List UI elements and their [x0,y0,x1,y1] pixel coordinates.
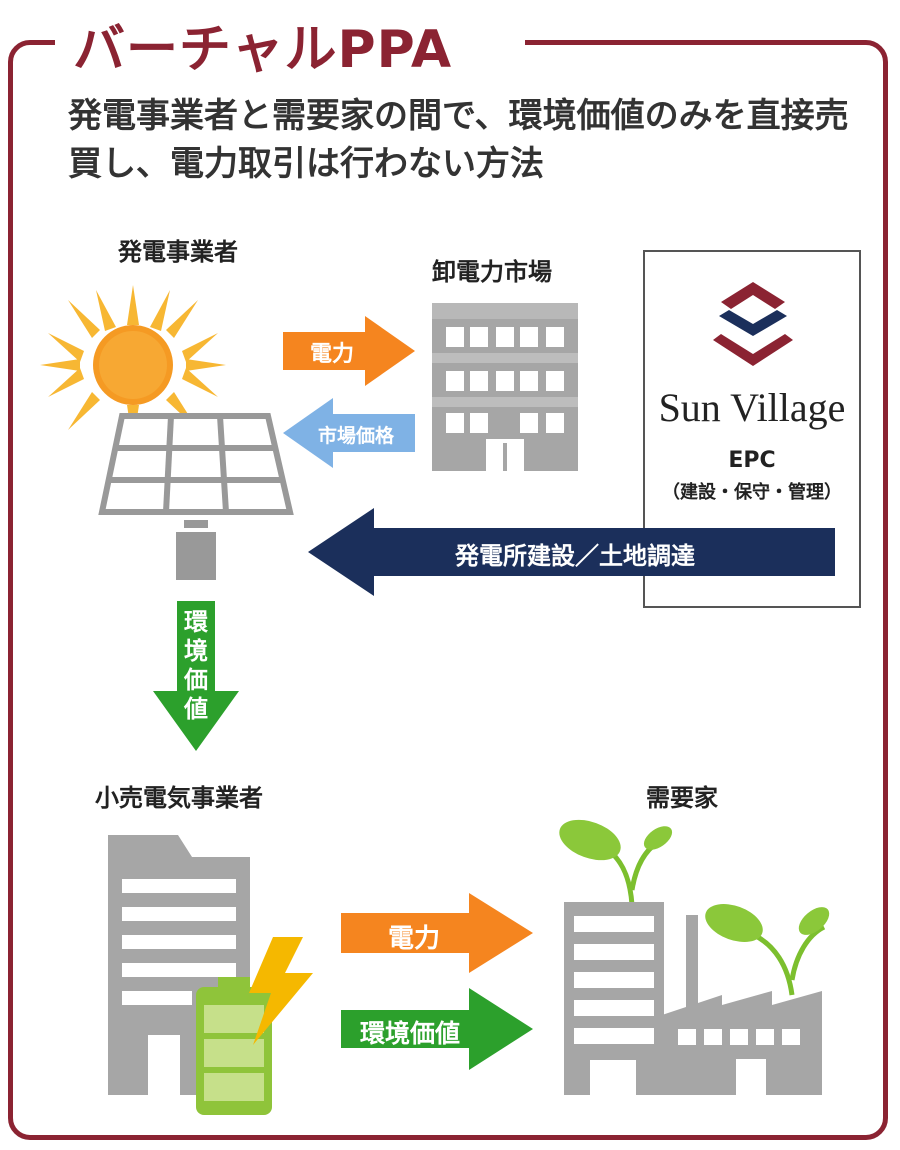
power-to-market-arrow [283,316,415,386]
consumer-factory-icon [662,904,830,1095]
env-value-to-consumer-arrow [341,988,533,1070]
epc-subtitle: （建設・保守・管理） [662,482,842,503]
construction-label: 発電所建設／土地調達 [455,542,695,570]
sun-village-logo-text: Sun Village [658,385,846,430]
env-value-vertical-label: 環境価値 [184,608,208,723]
sun-village-logo-icon [713,282,793,366]
title-background: バーチャルPPA [55,5,525,80]
battery-icon [196,977,272,1115]
construction-arrow [308,508,835,596]
market-price-label: 市場価格 [318,425,395,447]
power-to-consumer-arrow [341,893,533,973]
label-retailer: 小売電気事業者 [95,784,263,812]
power-to-market-label: 電力 [310,342,355,367]
label-consumer: 需要家 [646,784,718,812]
env-value-down-arrow [153,601,239,751]
power-to-consumer-label: 電力 [388,924,441,954]
sun-icon [40,285,226,445]
market-price-arrow [283,398,415,468]
epc-title: EPC [728,448,776,473]
solar-panel-icon [98,413,294,580]
page-subtitle: 発電事業者と需要家の間で、環境価値のみを直接売買し、電力取引は行わない方法 [68,96,849,184]
lightning-icon [249,937,313,1045]
env-value-to-consumer-label: 環境価値 [360,1019,461,1048]
consumer-office-building-icon [559,819,673,1095]
label-generator: 発電事業者 [118,238,238,266]
market-building-icon [432,303,578,471]
label-wholesale-market: 卸電力市場 [432,258,552,286]
page-title: バーチャルPPA [73,20,453,80]
